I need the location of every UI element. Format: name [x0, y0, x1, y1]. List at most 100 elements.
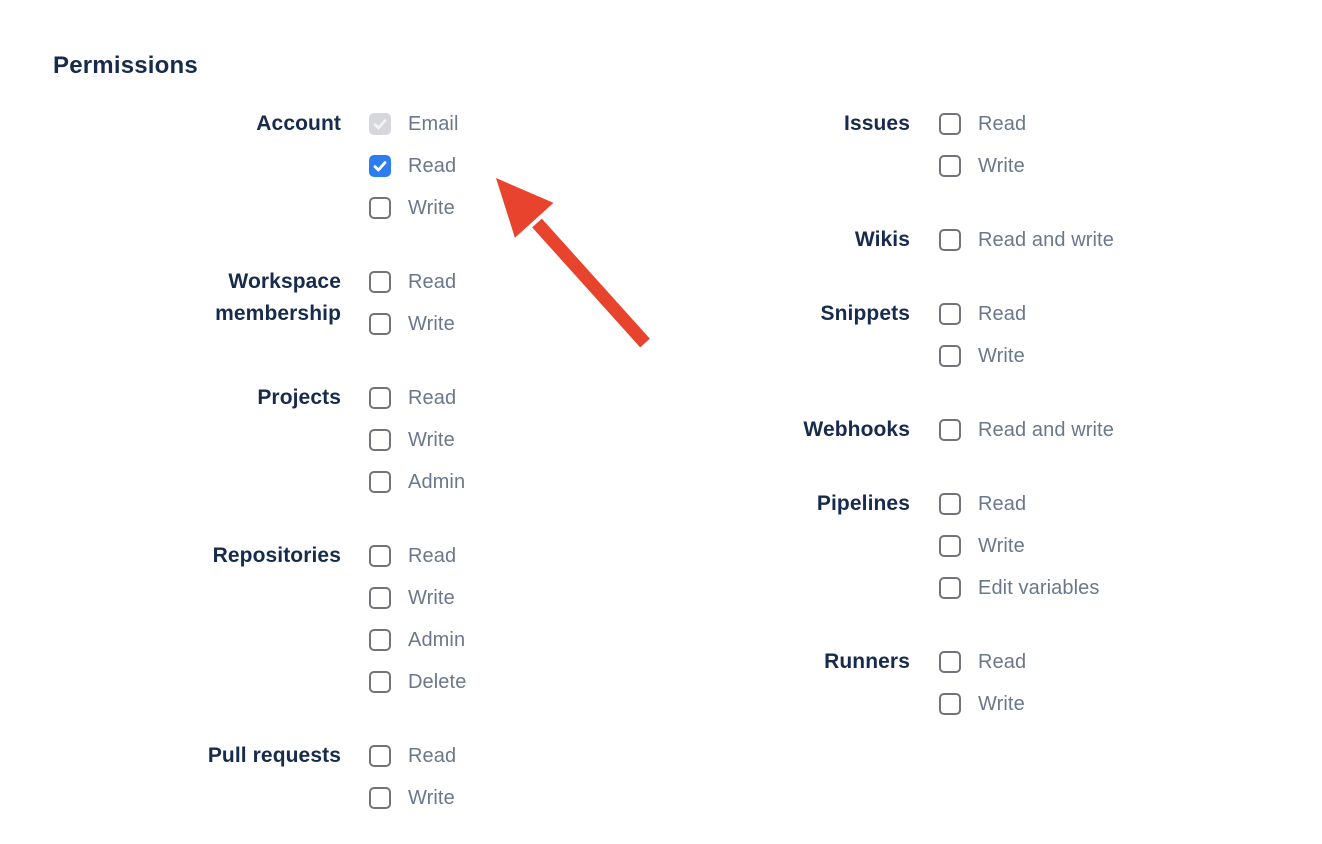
checkbox-account-read[interactable] [369, 155, 391, 177]
checkbox-runners-read[interactable] [939, 651, 961, 673]
permission-option-label-issues-read[interactable]: Read [978, 112, 1027, 135]
permission-row-account-email: Email [369, 103, 670, 145]
permission-option-label-issues-write[interactable]: Write [978, 154, 1025, 177]
permission-option-label-account-read[interactable]: Read [408, 154, 457, 177]
permission-row-projects-write[interactable]: Write [369, 419, 670, 461]
checkbox-repositories-admin[interactable] [369, 629, 391, 651]
checkbox-snippets-read[interactable] [939, 303, 961, 325]
permission-group-label-webhooks: Webhooks [803, 418, 910, 441]
permission-option-label-pipelines-read[interactable]: Read [978, 492, 1027, 515]
permission-row-repositories-admin[interactable]: Admin [369, 619, 670, 661]
permission-group-issues: Issues Read Write [670, 103, 1270, 187]
checkbox-pull-requests-read[interactable] [369, 745, 391, 767]
permission-group-webhooks: Webhooks Read and write [670, 409, 1270, 451]
checkbox-issues-read[interactable] [939, 113, 961, 135]
permissions-column-left: Account Email Read Write Workspace membe… [53, 103, 670, 844]
permission-row-runners-write[interactable]: Write [939, 683, 1270, 725]
permission-option-label-webhooks-read-and-write[interactable]: Read and write [978, 418, 1114, 441]
permission-group-label-snippets: Snippets [820, 302, 910, 325]
checkbox-projects-read[interactable] [369, 387, 391, 409]
permission-row-snippets-read[interactable]: Read [939, 293, 1270, 335]
permission-group-items: Read Write Edit variables [939, 483, 1270, 609]
permission-group-items: Read and write [939, 409, 1270, 451]
permission-option-label-repositories-write[interactable]: Write [408, 586, 455, 609]
permission-row-workspace-membership-write[interactable]: Write [369, 303, 670, 345]
permission-row-repositories-read[interactable]: Read [369, 535, 670, 577]
permission-group-items: Email Read Write [369, 103, 670, 229]
permission-row-pipelines-edit-variables[interactable]: Edit variables [939, 567, 1270, 609]
checkbox-repositories-write[interactable] [369, 587, 391, 609]
checkbox-webhooks-read-and-write[interactable] [939, 419, 961, 441]
checkbox-pipelines-write[interactable] [939, 535, 961, 557]
permission-row-repositories-write[interactable]: Write [369, 577, 670, 619]
permission-row-issues-read[interactable]: Read [939, 103, 1270, 145]
permission-row-projects-read[interactable]: Read [369, 377, 670, 419]
permission-group-snippets: Snippets Read Write [670, 293, 1270, 377]
checkbox-projects-write[interactable] [369, 429, 391, 451]
permission-option-label-runners-write[interactable]: Write [978, 692, 1025, 715]
permission-option-label-projects-read[interactable]: Read [408, 386, 457, 409]
permission-group-label-pipelines: Pipelines [816, 492, 910, 515]
checkbox-wikis-read-and-write[interactable] [939, 229, 961, 251]
permission-option-label-snippets-write[interactable]: Write [978, 344, 1025, 367]
permission-row-webhooks-read-and-write[interactable]: Read and write [939, 409, 1270, 451]
permission-group-pull-requests: Pull requests Read Write [53, 735, 670, 819]
permission-option-label-wikis-read-and-write[interactable]: Read and write [978, 228, 1114, 251]
permission-option-label-projects-admin[interactable]: Admin [408, 470, 466, 493]
permission-option-label-snippets-read[interactable]: Read [978, 302, 1027, 325]
permission-row-runners-read[interactable]: Read [939, 641, 1270, 683]
checkbox-pipelines-read[interactable] [939, 493, 961, 515]
permission-row-repositories-delete[interactable]: Delete [369, 661, 670, 703]
permission-group-items: Read Write [939, 293, 1270, 377]
permission-row-wikis-read-and-write[interactable]: Read and write [939, 219, 1270, 261]
permission-group-items: Read and write [939, 219, 1270, 261]
permission-group-repositories: Repositories Read Write Admin Delete [53, 535, 670, 703]
permission-group-label-account: Account [256, 112, 341, 135]
checkbox-snippets-write[interactable] [939, 345, 961, 367]
permission-option-label-pull-requests-read[interactable]: Read [408, 744, 457, 767]
permission-row-workspace-membership-read[interactable]: Read [369, 261, 670, 303]
permission-option-label-runners-read[interactable]: Read [978, 650, 1027, 673]
permission-option-label-workspace-membership-read[interactable]: Read [408, 270, 457, 293]
permission-row-projects-admin[interactable]: Admin [369, 461, 670, 503]
checkbox-account-write[interactable] [369, 197, 391, 219]
checkbox-workspace-membership-write[interactable] [369, 313, 391, 335]
checkbox-runners-write[interactable] [939, 693, 961, 715]
permission-option-label-projects-write[interactable]: Write [408, 428, 455, 451]
permission-group-items: Read Write Admin Delete [369, 535, 670, 703]
permission-row-pipelines-read[interactable]: Read [939, 483, 1270, 525]
checkbox-repositories-read[interactable] [369, 545, 391, 567]
permission-row-pull-requests-write[interactable]: Write [369, 777, 670, 819]
permission-option-label-account-write[interactable]: Write [408, 196, 455, 219]
permissions-column-right: Issues Read Write Wikis Read and write S… [670, 103, 1270, 757]
permission-group-label-runners: Runners [824, 650, 910, 673]
permission-group-runners: Runners Read Write [670, 641, 1270, 725]
checkbox-pull-requests-write[interactable] [369, 787, 391, 809]
permission-group-items: Read Write [939, 641, 1270, 725]
permission-option-label-repositories-delete[interactable]: Delete [408, 670, 467, 693]
permission-row-issues-write[interactable]: Write [939, 145, 1270, 187]
permission-row-pipelines-write[interactable]: Write [939, 525, 1270, 567]
permission-group-items: Read Write Admin [369, 377, 670, 503]
permission-row-account-write[interactable]: Write [369, 187, 670, 229]
checkbox-pipelines-edit-variables[interactable] [939, 577, 961, 599]
permissions-columns: Account Email Read Write Workspace membe… [53, 103, 1322, 844]
checkbox-projects-admin[interactable] [369, 471, 391, 493]
permission-row-pull-requests-read[interactable]: Read [369, 735, 670, 777]
permission-option-label-pipelines-edit-variables[interactable]: Edit variables [978, 576, 1100, 599]
permission-group-label-projects: Projects [257, 386, 341, 409]
permission-row-account-read[interactable]: Read [369, 145, 670, 187]
permission-group-account: Account Email Read Write [53, 103, 670, 229]
permission-option-label-workspace-membership-write[interactable]: Write [408, 312, 455, 335]
permission-option-label-pull-requests-write[interactable]: Write [408, 786, 455, 809]
checkbox-workspace-membership-read[interactable] [369, 271, 391, 293]
permission-group-wikis: Wikis Read and write [670, 219, 1270, 261]
checkmark-icon [373, 119, 387, 130]
permission-option-label-pipelines-write[interactable]: Write [978, 534, 1025, 557]
permission-row-snippets-write[interactable]: Write [939, 335, 1270, 377]
permission-option-label-repositories-admin[interactable]: Admin [408, 628, 466, 651]
checkbox-repositories-delete[interactable] [369, 671, 391, 693]
permission-option-label-repositories-read[interactable]: Read [408, 544, 457, 567]
checkbox-issues-write[interactable] [939, 155, 961, 177]
